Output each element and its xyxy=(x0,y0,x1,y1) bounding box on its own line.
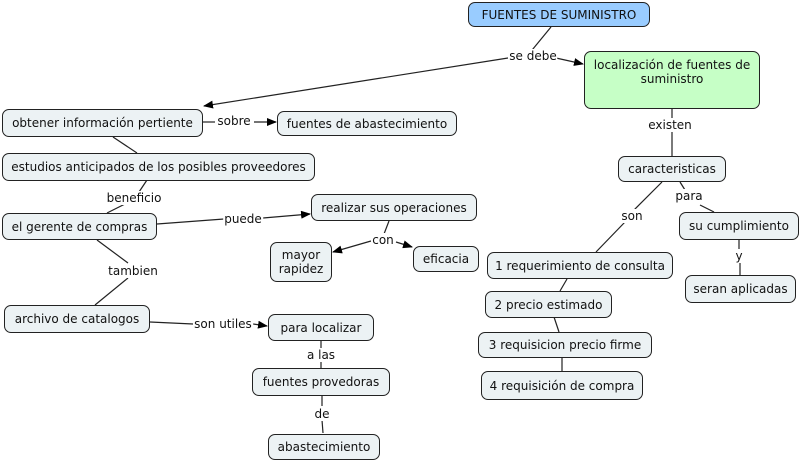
concept-gerente-de-compras[interactable]: el gerente de compras xyxy=(2,213,157,240)
edge-sedebe-obtener xyxy=(203,57,509,109)
edge-sedebe-localizacion xyxy=(555,57,584,66)
edge-obtener-estudios xyxy=(112,136,138,154)
edge-tambien-archivo xyxy=(94,277,129,306)
concept-fuentes-de-suministro[interactable]: FUENTES DE SUMINISTRO xyxy=(468,2,650,27)
edge-estudios-beneficio xyxy=(138,179,148,193)
link-de: de xyxy=(313,407,331,421)
link-son: son xyxy=(620,209,644,223)
concept-su-cumplimiento[interactable]: su cumplimiento xyxy=(679,212,799,240)
concept-localizacion-fuentes[interactable]: localización de fuentes de suministro xyxy=(584,51,760,109)
concept-archivo-de-catalogos[interactable]: archivo de catalogos xyxy=(4,305,150,333)
link-puede: puede xyxy=(223,212,263,226)
concept-estudios-anticipados[interactable]: estudios anticipados de los posibles pro… xyxy=(2,153,315,181)
edge-req1-req2 xyxy=(559,278,568,292)
concept-caracteristicas[interactable]: caracteristicas xyxy=(618,156,726,182)
link-beneficio: beneficio xyxy=(105,191,163,205)
edge-para-cumplimiento xyxy=(699,204,715,213)
link-para: para xyxy=(674,189,704,203)
edge-archivo-sonutiles xyxy=(149,321,194,325)
link-sobre: sobre xyxy=(216,114,252,128)
edge-sonutiles-paralocalizar xyxy=(252,320,268,329)
edge-gerente-puede xyxy=(156,218,225,225)
edge-beneficio-gerente xyxy=(106,203,126,214)
edge-caracteristicas-son xyxy=(633,181,663,211)
concept-precio-estimado[interactable]: 2 precio estimado xyxy=(485,291,612,318)
concept-para-localizar[interactable]: para localizar xyxy=(268,314,374,341)
edge-con-mayor xyxy=(332,240,372,254)
link-a-las: a las xyxy=(305,348,337,362)
edge-realizar-con xyxy=(383,220,390,235)
link-existen: existen xyxy=(647,118,693,132)
edge-de-abastecimiento xyxy=(321,419,324,434)
concept-obtener-informacion[interactable]: obtener información pertiente xyxy=(2,109,203,137)
link-tambien: tambien xyxy=(107,264,159,278)
edge-gerente-tambien xyxy=(96,239,129,264)
concept-realizar-operaciones[interactable]: realizar sus operaciones xyxy=(311,194,477,221)
link-con: con xyxy=(371,233,395,247)
link-se-debe: se debe xyxy=(508,49,558,63)
edge-caracteristicas-para xyxy=(679,181,686,191)
concept-abastecimiento[interactable]: abastecimiento xyxy=(268,434,380,460)
link-y: y xyxy=(734,249,744,263)
concept-requisicion-precio-firme[interactable]: 3 requisicion precio firme xyxy=(478,332,652,358)
edge-son-req1 xyxy=(595,221,626,253)
concept-fuentes-de-abastecimiento[interactable]: fuentes de abastecimiento xyxy=(277,111,457,136)
concept-eficacia[interactable]: eficacia xyxy=(413,246,479,272)
link-son-utiles: son utiles xyxy=(193,317,253,331)
concept-requerimiento-consulta[interactable]: 1 requerimiento de consulta xyxy=(487,252,673,279)
concept-fuentes-provedoras[interactable]: fuentes provedoras xyxy=(252,368,390,396)
edge-req2-req3 xyxy=(553,316,560,333)
edge-con-eficacia xyxy=(395,240,413,249)
edge-puede-realizar xyxy=(262,210,311,219)
concept-requisicion-de-compra[interactable]: 4 requisición de compra xyxy=(481,371,643,400)
concept-mayor-rapidez[interactable]: mayor rapidez xyxy=(270,242,332,282)
concept-seran-aplicadas[interactable]: seran aplicadas xyxy=(685,275,796,303)
